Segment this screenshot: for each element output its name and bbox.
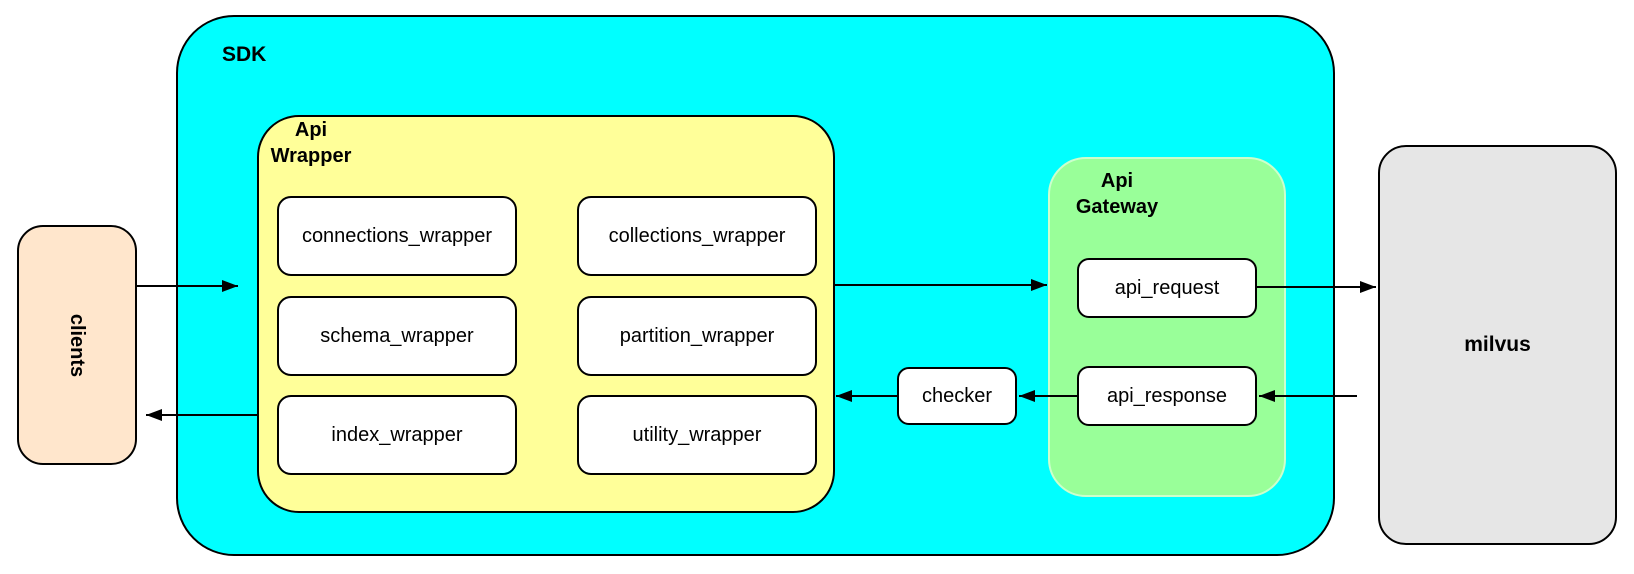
node-milvus: milvus	[1378, 145, 1617, 545]
node-partition-wrapper: partition_wrapper	[577, 296, 817, 376]
node-schema-wrapper: schema_wrapper	[277, 296, 517, 376]
node-api-response: api_response	[1077, 366, 1257, 426]
node-api-request: api_request	[1077, 258, 1257, 318]
node-index-wrapper: index_wrapper	[277, 395, 517, 475]
api-gateway-container	[1048, 157, 1286, 497]
node-utility-wrapper: utility_wrapper	[577, 395, 817, 475]
node-collections-wrapper: collections_wrapper	[577, 196, 817, 276]
clients-label: clients	[66, 313, 89, 377]
node-connections-wrapper: connections_wrapper	[277, 196, 517, 276]
sdk-label: SDK	[222, 43, 267, 66]
node-checker: checker	[897, 367, 1017, 425]
node-clients: clients	[17, 225, 137, 465]
